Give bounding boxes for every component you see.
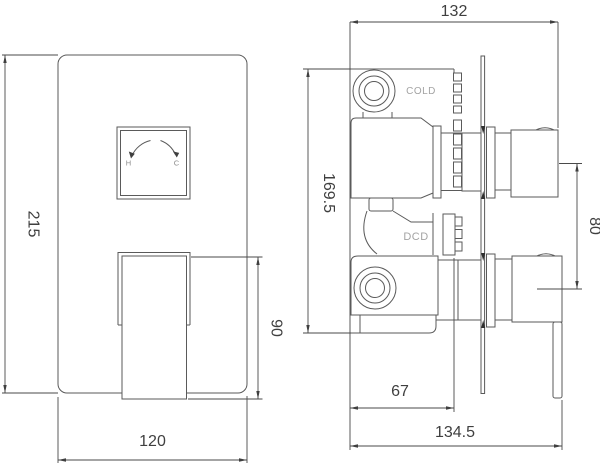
dim-body-height: 169.5 [303,68,351,334]
dim-label-120: 120 [139,433,166,450]
body-fillet-curve [363,210,378,255]
port-circle-mid [359,272,391,304]
cartridge-connector-lines [441,132,462,191]
inlet-thread-ridges [453,72,462,114]
dim-control-spacing: 80 [537,163,600,290]
side-view: COLD [349,22,563,450]
temperature-dial: H C [116,126,191,200]
dim-label-134-5: 134.5 [435,424,475,441]
lower-flange [486,253,496,328]
dim-overall-height: 215 [2,54,58,394]
thermostatic-cartridge [350,117,434,199]
port-circle-inner [364,81,384,101]
cold-port-label: COLD [406,86,436,97]
upper-step [494,132,512,191]
dial-hot-label: H [126,159,131,168]
dim-overall-projection: 134.5 [350,400,563,450]
port-circle-inner [365,278,385,298]
port-circle-mid [358,75,390,107]
lever-handle-side [486,253,563,399]
cold-inlet-port [352,69,396,113]
mid-connector-lines [392,210,434,255]
dim-label-132: 132 [441,3,468,20]
handle-body [121,255,187,400]
cartridge-collar [432,125,442,199]
upper-flange [486,126,496,199]
lever-hub-dome [536,253,556,257]
lever-bar [552,321,563,399]
inlet-neck [362,112,393,118]
front-view: H C [57,54,248,400]
temperature-knob-side [486,126,559,199]
dial-outer-square [116,126,191,200]
outlet-port [353,266,397,310]
dim-label-80: 80 [586,217,600,235]
cartridge-thread-ridges [453,119,462,188]
handle-outer-frame [117,252,191,326]
body-skirt [349,315,437,334]
plate-wedge-icon [481,126,486,134]
lower-spindle-cylinder [457,259,482,321]
cold-arrow-icon [172,151,180,158]
upper-spindle-cylinder [461,132,482,192]
lower-thread-ridges [454,216,463,252]
lower-step [494,258,513,321]
plate-wedge-icon [481,253,486,261]
body-mark-label: DCD [403,231,428,243]
dim-handle-height: 90 [188,256,285,400]
dim-label-67: 67 [391,383,409,400]
dim-overall-depth: 132 [350,3,559,128]
plate-wedge-icon [481,191,486,199]
hot-arrow-icon [128,151,135,159]
lower-connector-lines [436,259,458,321]
dim-label-90: 90 [268,319,285,337]
dimensions: 215 120 90 132 169.5 [2,3,600,463]
upper-knob-body [510,129,559,198]
dim-valve-body-depth: 67 [350,258,455,412]
dial-inner-square [120,130,187,196]
lever-handle-front [117,252,191,400]
port-circle-outer [352,69,396,113]
wall-plate-side [480,55,486,394]
dim-label-215: 215 [25,211,42,238]
mid-neck-block [368,197,394,212]
dim-label-169-5: 169.5 [320,173,337,213]
port-circle-outer [353,266,397,310]
lower-valve-body [350,255,439,316]
body-top-edge [350,68,455,73]
dial-cold-label: C [174,159,180,168]
upper-knob-dome [535,127,555,131]
lower-tube [442,213,456,256]
dim-overall-width: 120 [57,396,248,463]
plate-wedge-icon [481,320,486,328]
